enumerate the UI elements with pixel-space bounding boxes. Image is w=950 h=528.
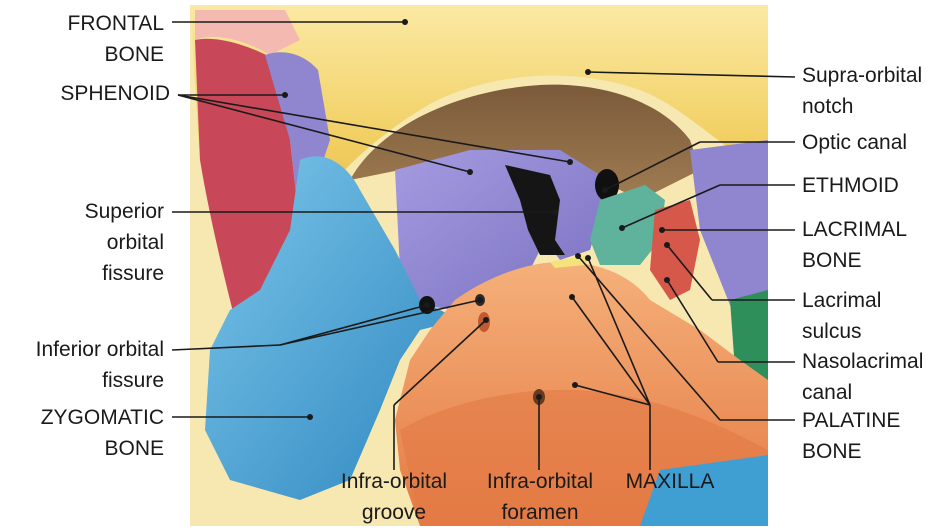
label-infra-orbital-foramen: Infra-orbital foramen bbox=[470, 466, 610, 528]
label-ethmoid: ETHMOID bbox=[802, 170, 899, 201]
label-lacrimal-bone: LACRIMAL BONE bbox=[802, 214, 907, 276]
label-inferior-orbital-fissure: Inferior orbital fissure bbox=[4, 334, 164, 396]
label-maxilla: MAXILLA bbox=[610, 466, 730, 497]
label-infra-orbital-groove: Infra-orbital groove bbox=[324, 466, 464, 528]
label-sphenoid: SPHENOID bbox=[20, 78, 170, 109]
skull-drawing bbox=[190, 5, 768, 526]
label-optic-canal: Optic canal bbox=[802, 127, 907, 158]
label-lacrimal-sulcus: Lacrimal sulcus bbox=[802, 285, 881, 347]
label-nasolacrimal-canal: Nasolacrimal canal bbox=[802, 346, 923, 408]
label-zygomatic-bone: ZYGOMATIC BONE bbox=[4, 402, 164, 464]
label-superior-orbital-fissure: Superior orbital fissure bbox=[20, 196, 164, 289]
label-palatine-bone: PALATINE BONE bbox=[802, 405, 900, 467]
label-supra-orbital-notch: Supra-orbital notch bbox=[802, 60, 922, 122]
label-frontal-bone: FRONTAL BONE bbox=[20, 8, 164, 70]
